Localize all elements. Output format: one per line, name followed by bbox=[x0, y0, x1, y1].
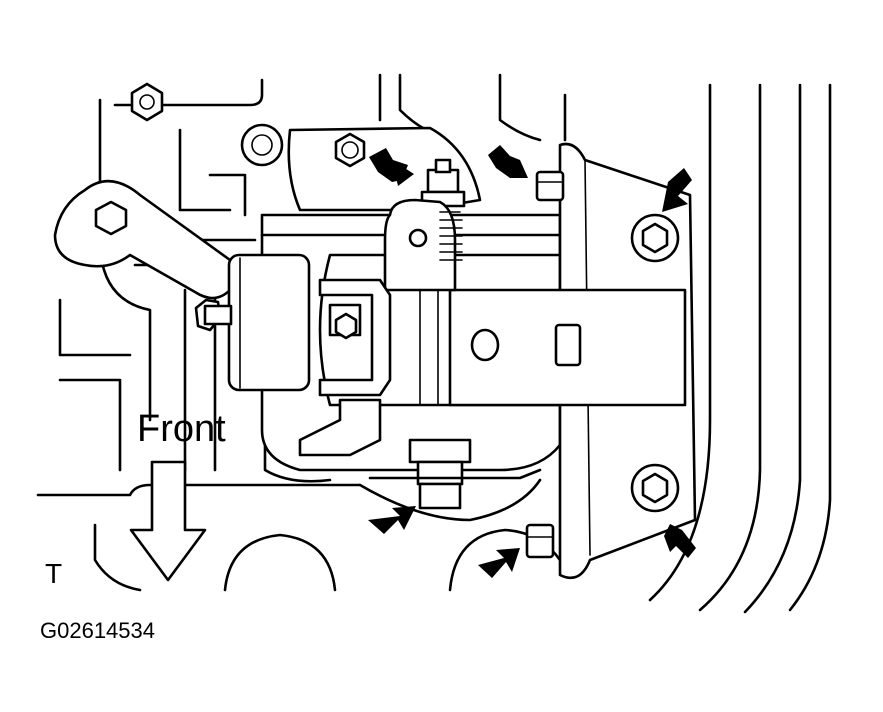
hex-bolt-icon bbox=[535, 170, 565, 202]
damper-roller bbox=[194, 253, 311, 392]
hex-bolt-icon bbox=[525, 523, 555, 559]
engine-block-outline bbox=[36, 73, 832, 614]
pointer-arrow-icon bbox=[478, 548, 520, 578]
hex-bolt-icon bbox=[130, 82, 164, 122]
pointer-arrow-icon bbox=[488, 145, 528, 178]
mount-crossbar bbox=[448, 288, 687, 407]
corner-mark: T bbox=[45, 558, 63, 589]
hex-bolt-icon bbox=[94, 200, 128, 236]
hex-bolt-icon bbox=[630, 463, 680, 513]
upper-stud-nut bbox=[383, 158, 466, 292]
pointer-arrow-icon bbox=[368, 506, 416, 534]
lower-stud-nut bbox=[368, 438, 542, 510]
mount-clip bbox=[298, 278, 392, 457]
pointer-arrow-icon bbox=[664, 524, 696, 558]
pointer-arrow-icon bbox=[662, 168, 692, 212]
hex-bolt-icon bbox=[630, 213, 680, 263]
pointer-arrow-icon bbox=[369, 148, 414, 186]
pointer-arrows bbox=[368, 145, 696, 578]
hex-bolt-icon bbox=[240, 123, 284, 167]
figure-code: G02614534 bbox=[40, 618, 155, 643]
front-direction-arrow-icon bbox=[129, 460, 207, 582]
front-label: Front bbox=[137, 408, 226, 450]
